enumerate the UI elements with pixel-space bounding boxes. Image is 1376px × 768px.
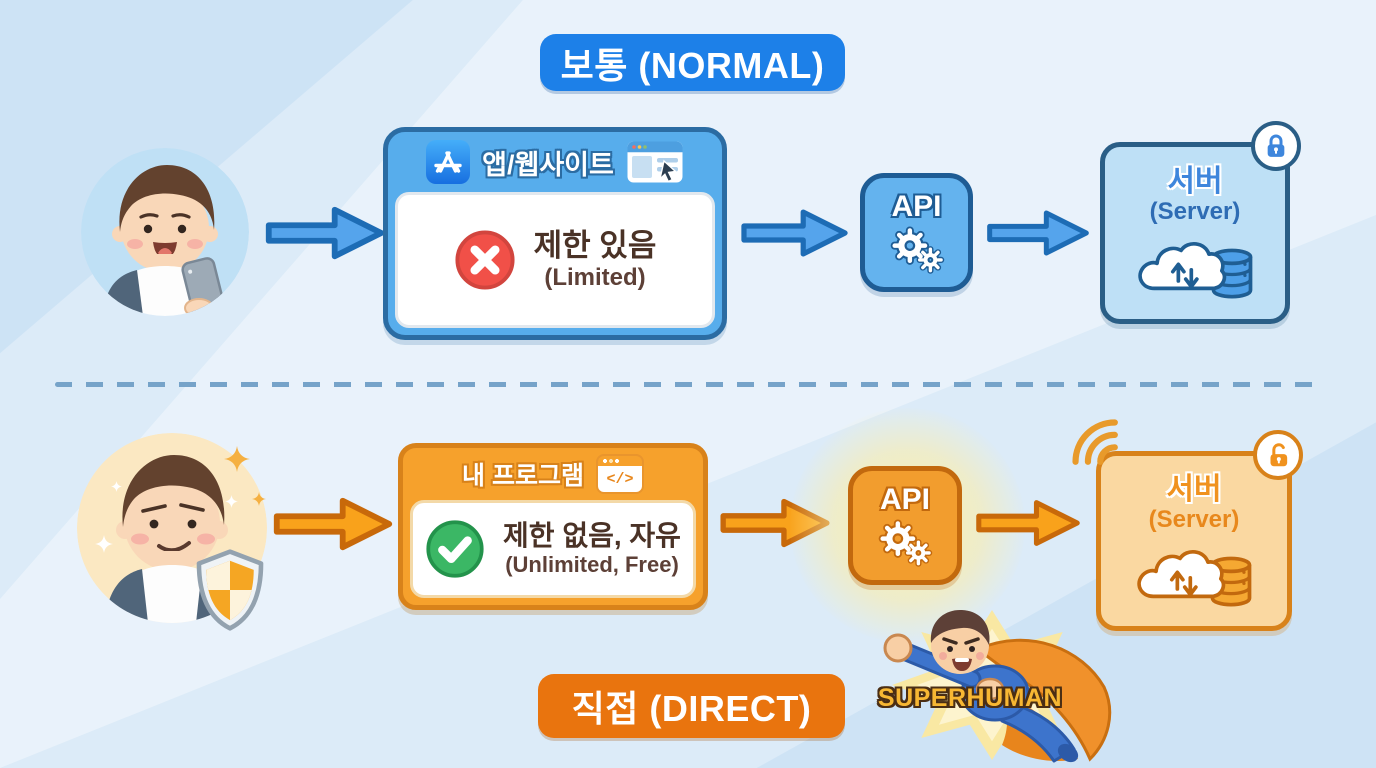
flow-arrow-normal-3: [983, 202, 1093, 264]
api-box-direct: API: [848, 466, 962, 585]
flow-arrow-direct-3: [972, 492, 1084, 554]
server-box-normal: 서버 (Server): [1100, 121, 1301, 324]
sparkle-icon: [224, 446, 250, 472]
my-program-label: 내 프로그램: [462, 462, 584, 490]
direct-flow-title: 직접 (DIRECT): [538, 674, 845, 738]
flow-arrow-direct-1: [268, 492, 398, 556]
server-name-en: (Server): [1149, 198, 1241, 226]
app-website-box: 앱/웹사이트 제한 있음 (Limited): [383, 127, 727, 340]
my-program-box: 내 프로그램 </> 제한 없음, 자유 (Unlimited, Free): [398, 443, 708, 610]
dashed-divider: [55, 382, 1321, 387]
window-dots-icon: [602, 459, 619, 463]
limited-status-en: (Limited): [544, 264, 646, 292]
superhuman-label: SUPERHUMAN: [877, 684, 1063, 712]
code-window-icon: </>: [595, 454, 644, 494]
superhero-character-icon: [883, 609, 1112, 763]
unlock-badge: [1253, 430, 1303, 480]
server-name-ko: 서버: [1167, 165, 1223, 199]
lock-badge: [1251, 121, 1301, 171]
gears-icon: [875, 519, 935, 569]
flow-arrow-normal-1: [260, 201, 390, 265]
limited-status-ko: 제한 있음: [533, 228, 657, 264]
server-name-ko: 서버: [1166, 473, 1222, 507]
app-website-label: 앱/웹사이트: [482, 149, 614, 180]
shield-icon: [193, 548, 267, 632]
app-store-icon: [426, 140, 471, 184]
api-label: API: [891, 189, 942, 223]
flow-arrow-normal-2: [737, 202, 852, 264]
superhuman-mascot: SUPERHUMAN: [852, 598, 1132, 768]
code-glyph: </>: [606, 471, 634, 488]
unlimited-status-ko: 제한 없음, 자유: [503, 520, 681, 552]
x-circle-icon: [454, 229, 516, 291]
sparkle-icon: [252, 492, 266, 506]
api-box-normal: API: [860, 173, 973, 292]
cloud-database-icon: [1129, 231, 1261, 305]
check-circle-icon: [425, 519, 485, 579]
lock-icon: [1261, 131, 1291, 161]
app-website-box-body: 제한 있음 (Limited): [395, 192, 715, 328]
cloud-database-icon: [1128, 539, 1260, 613]
unlock-icon: [1263, 440, 1293, 470]
cursor-icon: [658, 159, 677, 183]
server-name-en: (Server): [1148, 506, 1240, 534]
user-with-phone-avatar: [81, 148, 249, 316]
my-program-box-header: 내 프로그램 </>: [403, 448, 703, 500]
gears-icon: [887, 226, 947, 276]
app-website-box-header: 앱/웹사이트: [388, 132, 722, 192]
normal-flow-title: 보통 (NORMAL): [540, 34, 845, 91]
browser-window-icon: [627, 141, 683, 183]
api-label: API: [879, 482, 930, 516]
unlimited-status-en: (Unlimited, Free): [505, 552, 679, 578]
my-program-box-body: 제한 없음, 자유 (Unlimited, Free): [410, 500, 696, 598]
wifi-signal-icon: [1059, 410, 1121, 466]
server-box-direct: 서버 (Server): [1096, 451, 1303, 631]
flow-arrow-direct-2: [716, 492, 834, 554]
